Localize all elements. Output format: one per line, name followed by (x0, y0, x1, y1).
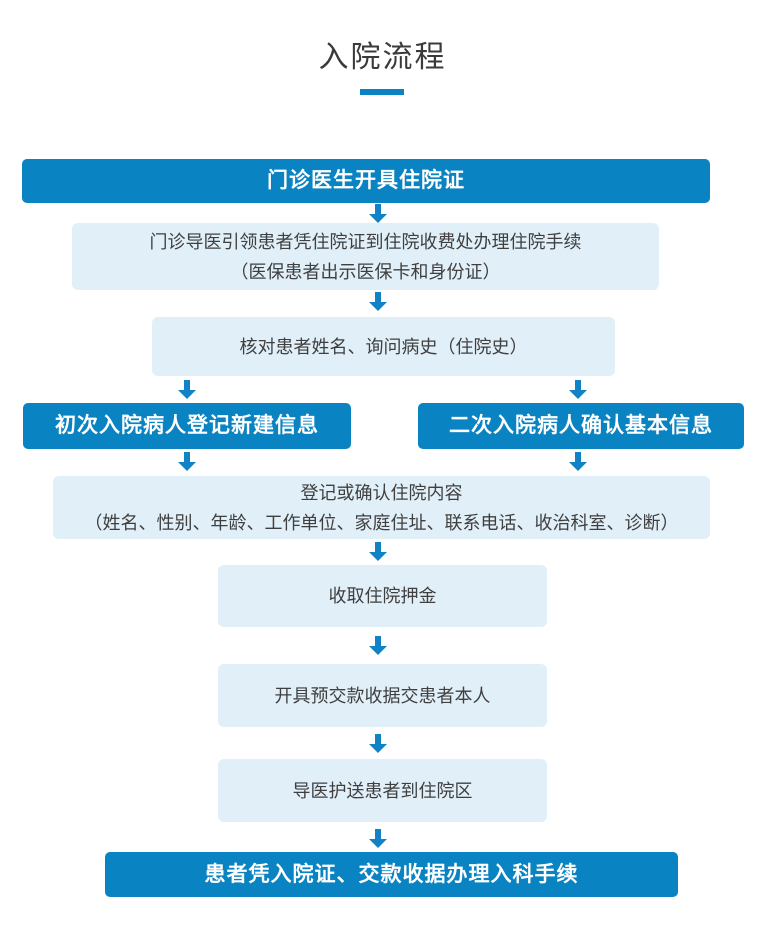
step-second-admission-confirm: 二次入院病人确认基本信息 (418, 403, 744, 449)
page-title: 入院流程 (318, 41, 447, 74)
arrow-down-icon (369, 734, 387, 753)
step-label: 收取住院押金 (328, 586, 437, 606)
step-label: 开具预交款收据交患者本人 (274, 685, 491, 706)
step-label: 二次入院病人确认基本信息 (449, 414, 713, 437)
step-label: 导医护送患者到住院区 (292, 780, 473, 801)
arrow-down-icon (369, 829, 387, 848)
arrow-down-icon (369, 204, 387, 223)
step-first-admission-register: 初次入院病人登记新建信息 (23, 403, 351, 449)
step-register-confirm-details: 登记或确认住院内容 （姓名、性别、年龄、工作单位、家庭住址、联系电话、收治科室、… (53, 476, 710, 539)
arrow-down-icon (178, 380, 196, 399)
step-label: 初次入院病人登记新建信息 (55, 414, 319, 437)
step-collect-deposit: 收取住院押金 (218, 565, 547, 627)
step-label: 登记或确认住院内容 (300, 482, 463, 503)
step-label: 门诊导医引领患者凭住院证到住院收费处办理住院手续 (149, 231, 582, 252)
step-sublabel: （姓名、性别、年龄、工作单位、家庭住址、联系电话、收治科室、诊断） (84, 512, 679, 533)
step-doctor-issues-certificate: 门诊医生开具住院证 (22, 159, 710, 203)
arrow-down-icon (178, 452, 196, 471)
step-sublabel: （医保患者出示医保卡和身份证） (230, 261, 501, 282)
arrow-down-icon (369, 636, 387, 655)
step-label: 患者凭入院证、交款收据办理入科手续 (204, 862, 579, 886)
step-verify-name-history: 核对患者姓名、询问病史（住院史） (152, 317, 615, 376)
step-label: 核对患者姓名、询问病史（住院史） (239, 336, 528, 357)
arrow-down-icon (569, 452, 587, 471)
step-department-admission: 患者凭入院证、交款收据办理入科手续 (105, 852, 678, 897)
arrow-down-icon (369, 292, 387, 311)
step-issue-receipt: 开具预交款收据交患者本人 (218, 664, 547, 727)
step-guide-to-admission-office: 门诊导医引领患者凭住院证到住院收费处办理住院手续 （医保患者出示医保卡和身份证） (72, 223, 659, 290)
title-underline (360, 89, 404, 95)
arrow-down-icon (369, 542, 387, 561)
arrow-down-icon (569, 380, 587, 399)
step-escort-to-ward: 导医护送患者到住院区 (218, 759, 547, 822)
step-label: 门诊医生开具住院证 (267, 169, 465, 192)
